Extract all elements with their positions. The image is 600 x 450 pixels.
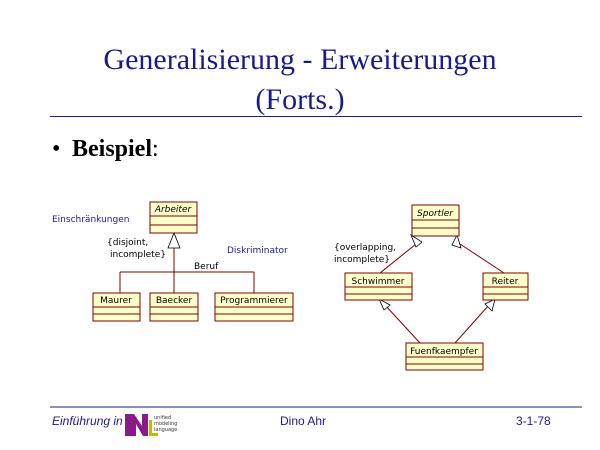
class-name-reiter: Reiter (492, 277, 519, 287)
slide-title-line1: Generalisierung - Erweiterungen (103, 43, 497, 76)
uml-logo: unified modeling language (125, 414, 177, 436)
constraint-overlapping-line2: incomplete} (334, 255, 390, 265)
bullet-colon: : (152, 136, 159, 162)
generalization-arrow-arbeiter (167, 231, 181, 249)
class-name-maurer: Maurer (100, 296, 132, 306)
class-box-maurer (92, 292, 141, 322)
class-name-sportler: Sportler (417, 209, 454, 219)
class-name-baecker: Baecker (156, 296, 193, 306)
bullet-dot: • (52, 136, 61, 162)
class-box-fuenfkaempfer (405, 342, 484, 371)
class-box-sportler (411, 204, 460, 237)
generalization-arrow-sportler-right (451, 233, 462, 249)
generalization-arrow-sportler-left (410, 233, 423, 248)
line-schwimmer-sportler (379, 243, 417, 274)
line-fuenfkaempfer-reiter (454, 304, 490, 344)
constraint-disjoint-line1: {disjoint, (107, 238, 148, 248)
label-diskriminator: Diskriminator (227, 246, 288, 256)
class-name-schwimmer: Schwimmer (352, 277, 405, 287)
class-name-fuenfkaempfer: Fuenfkaempfer (410, 347, 478, 357)
slide-title-line2: (Forts.) (255, 83, 345, 116)
class-box-programmierer (214, 292, 294, 322)
class-name-arbeiter: Arbeiter (154, 205, 193, 215)
logo-text-unified: unified (154, 415, 171, 421)
footer-left-text: Einführung in (52, 414, 123, 428)
generalization-arrow-schwimmer (378, 298, 391, 311)
bullet-example: • Beispiel: (52, 136, 159, 163)
generalization-arrow-reiter (484, 298, 496, 312)
footer-author: Dino Ahr (280, 414, 327, 428)
title-divider (50, 116, 582, 117)
class-box-schwimmer (344, 272, 413, 301)
bullet-label: Beispiel (72, 136, 153, 162)
class-box-reiter (482, 272, 529, 301)
line-fuenfkaempfer-schwimmer (384, 304, 421, 344)
logo-text-language: language (154, 427, 177, 433)
logo-text-modeling: modeling (154, 421, 177, 427)
class-name-programmierer: Programmierer (220, 296, 288, 306)
class-box-arbeiter (149, 201, 198, 234)
constraint-disjoint-line2: incomplete} (110, 250, 166, 260)
class-box-baecker (149, 292, 199, 322)
label-einschraenkungen: Einschränkungen (52, 215, 129, 225)
discriminator-beruf: Beruf (194, 262, 219, 272)
line-reiter-sportler (459, 243, 505, 274)
footer-page-number: 3-1-78 (516, 414, 551, 428)
constraint-overlapping-line1: {overlapping, (334, 243, 396, 253)
